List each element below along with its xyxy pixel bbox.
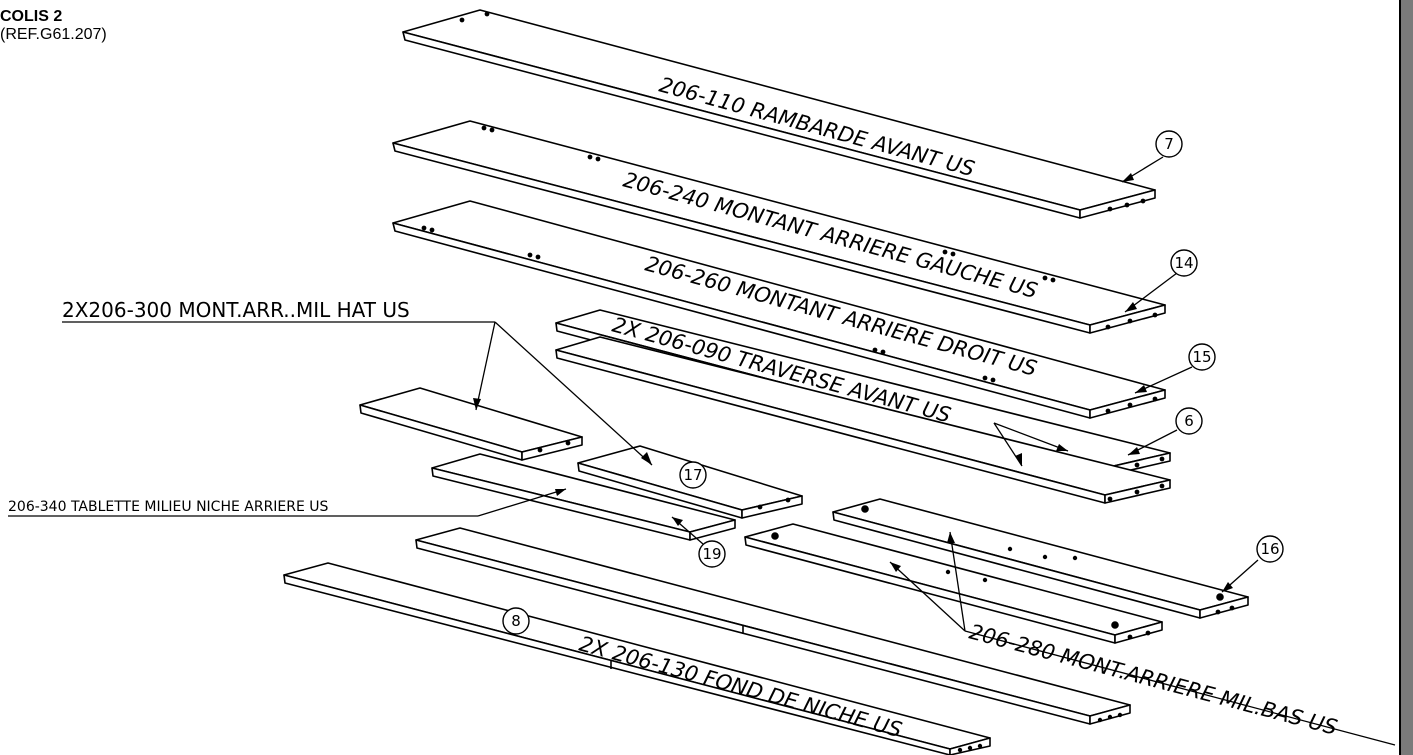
balloon-15 xyxy=(1188,343,1216,371)
balloon-label-8: 8 xyxy=(511,612,521,630)
balloon-label-15: 15 xyxy=(1192,348,1211,366)
board-tablette xyxy=(431,453,736,541)
balloon-14 xyxy=(1170,249,1198,277)
balloon-6 xyxy=(1175,407,1203,435)
leader-arrowheads xyxy=(473,173,1233,592)
balloon-label-19: 19 xyxy=(702,545,721,563)
balloon-8 xyxy=(502,607,530,635)
board-fond-niche-a xyxy=(415,527,1131,725)
balloon-17 xyxy=(679,461,707,489)
balloon-16 xyxy=(1256,535,1284,563)
reference-code: (REF.G61.207) xyxy=(0,26,107,43)
board-montant-droit xyxy=(392,200,1166,419)
balloon-7 xyxy=(1155,130,1183,158)
drawing-frame-border xyxy=(1399,0,1413,755)
package-title: COLIS 2 xyxy=(0,8,63,25)
board-mont-mil-bas-a xyxy=(832,498,1249,619)
part-label-tablette: 206-340 TABLETTE MILIEU NICHE ARRIERE US xyxy=(8,499,329,515)
balloon-19 xyxy=(698,540,726,568)
board-mont-mil-hat-a xyxy=(359,387,583,461)
title-block: COLIS 2 (REF.G61.207) xyxy=(0,8,107,44)
part-label-rambarde: 206-110 RAMBARDE AVANT US xyxy=(657,73,977,182)
balloon-label-6: 6 xyxy=(1184,412,1194,430)
drawing-frame-line xyxy=(1399,0,1401,755)
board-montant-gauche xyxy=(392,120,1166,334)
balloon-label-17: 17 xyxy=(683,466,702,484)
part-label-mont-mil-hat: 2X206-300 MONT.ARR..MIL HAT US xyxy=(62,298,410,322)
leader-lines xyxy=(8,156,1396,746)
board-fond-niche-b xyxy=(283,562,991,755)
balloons xyxy=(502,130,1284,635)
board-rambarde xyxy=(402,9,1156,219)
balloon-label-16: 16 xyxy=(1260,540,1279,558)
balloon-label-7: 7 xyxy=(1164,135,1174,153)
board-mont-mil-bas-b xyxy=(744,523,1163,644)
balloon-label-14: 14 xyxy=(1174,254,1193,272)
